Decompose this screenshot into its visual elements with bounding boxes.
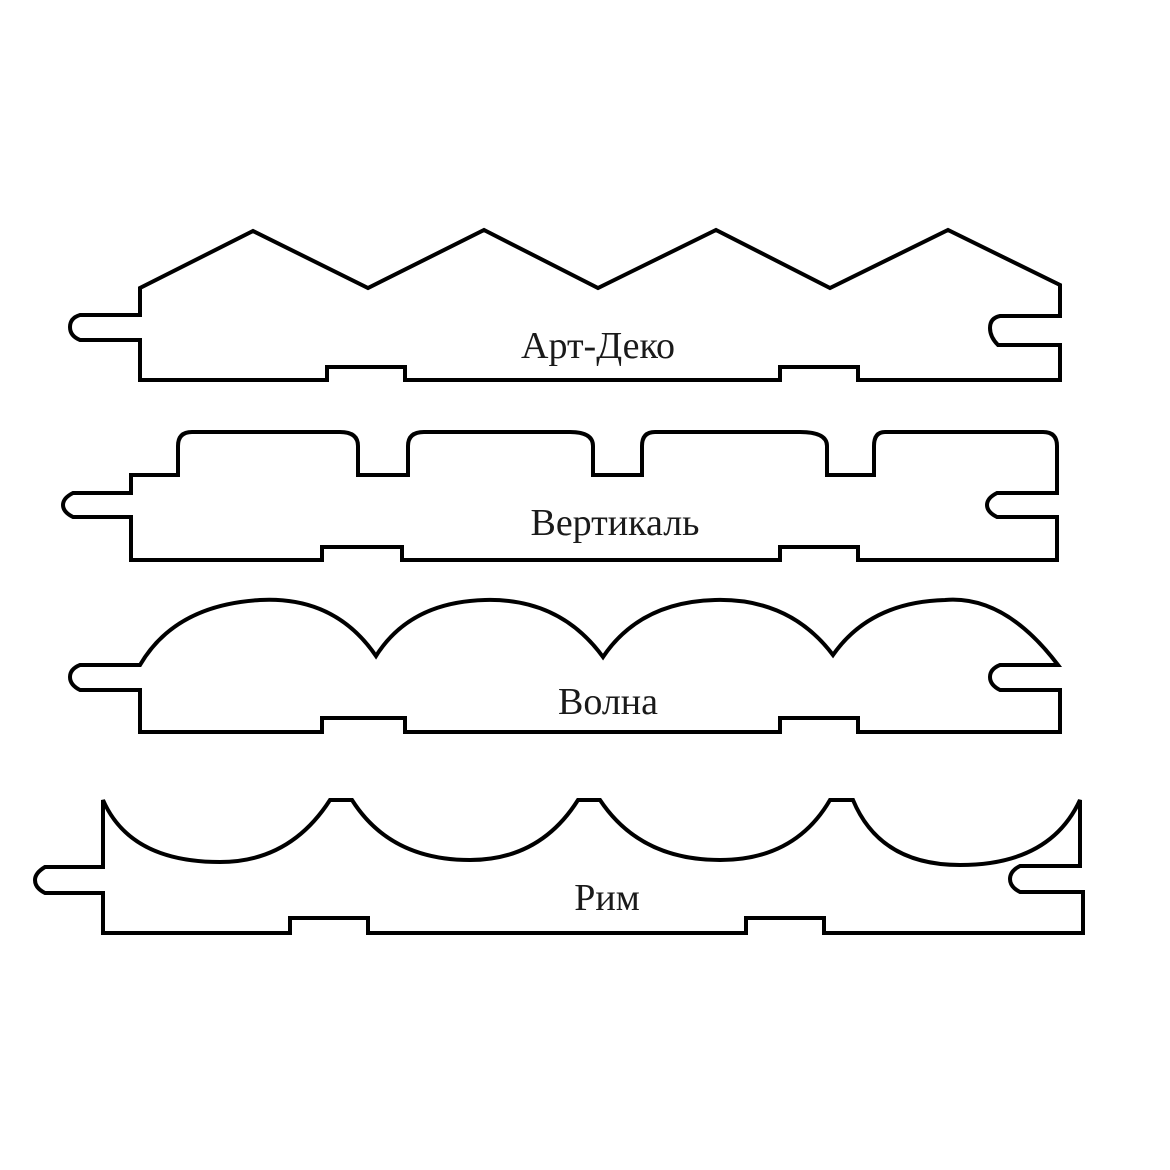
profile-vertical-outline: [60, 430, 1059, 562]
profile-rim-label: Рим: [574, 877, 640, 919]
profile-wave-label: Волна: [558, 681, 658, 723]
profile-wave-outline: [67, 597, 1063, 734]
profile-art-deco-outline: [67, 227, 1062, 382]
profile-vertical: Вертикаль: [60, 430, 1059, 562]
profile-rim-outline: [32, 798, 1085, 935]
profile-wave: Волна: [67, 597, 1063, 734]
profile-vertical-label: Вертикаль: [530, 502, 699, 544]
profile-art-deco: Арт-Деко: [67, 227, 1062, 382]
profile-rim: Рим: [32, 798, 1085, 935]
profile-art-deco-label: Арт-Деко: [521, 325, 675, 367]
